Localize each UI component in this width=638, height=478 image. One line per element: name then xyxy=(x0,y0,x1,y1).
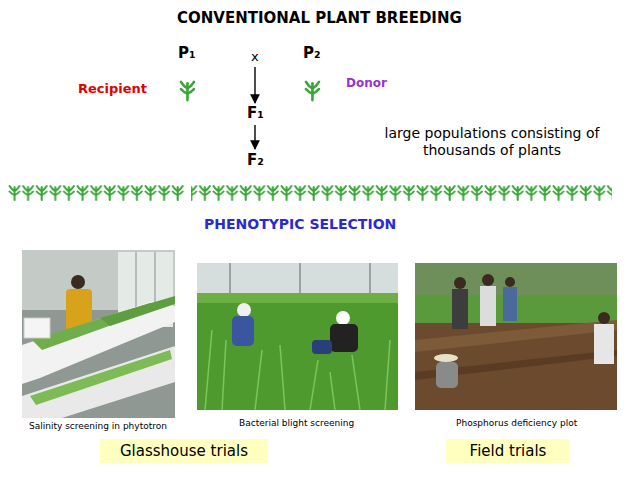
trial-box: Glasshouse trials xyxy=(100,439,268,463)
trial-box: Field trials xyxy=(446,439,570,463)
plant-row xyxy=(8,183,185,201)
note: large populations consisting of thousand… xyxy=(367,125,617,159)
parent-label: P₂ xyxy=(303,44,321,62)
photo-phytotron xyxy=(22,250,175,418)
plant-row xyxy=(191,183,612,201)
photo-caption: Bacterial blight screening xyxy=(239,418,354,429)
photo-caption: Phosphorus deficiency plot xyxy=(456,418,577,429)
generation-label: F₂ xyxy=(247,151,264,169)
diagram-title: CONVENTIONAL PLANT BREEDING xyxy=(177,9,462,27)
section-heading: PHENOTYPIC SELECTION xyxy=(204,216,396,233)
role-label: Donor xyxy=(346,76,387,90)
role-label: Recipient xyxy=(78,81,147,97)
cross-arrow xyxy=(254,67,255,103)
parent-label: P₁ xyxy=(178,44,196,62)
generation-label: F₁ xyxy=(247,104,264,122)
photo-caption: Salinity screening in phytotron xyxy=(29,421,167,432)
cross-symbol: x xyxy=(251,49,259,65)
box-label: Glasshouse trials xyxy=(120,442,248,460)
generation-arrow xyxy=(254,125,255,149)
plant-icon xyxy=(306,82,319,100)
photo-blight-screening xyxy=(197,263,398,410)
box-label: Field trials xyxy=(470,442,547,460)
plant-icon xyxy=(181,82,194,100)
photo-phosphorus-plot xyxy=(415,263,617,410)
